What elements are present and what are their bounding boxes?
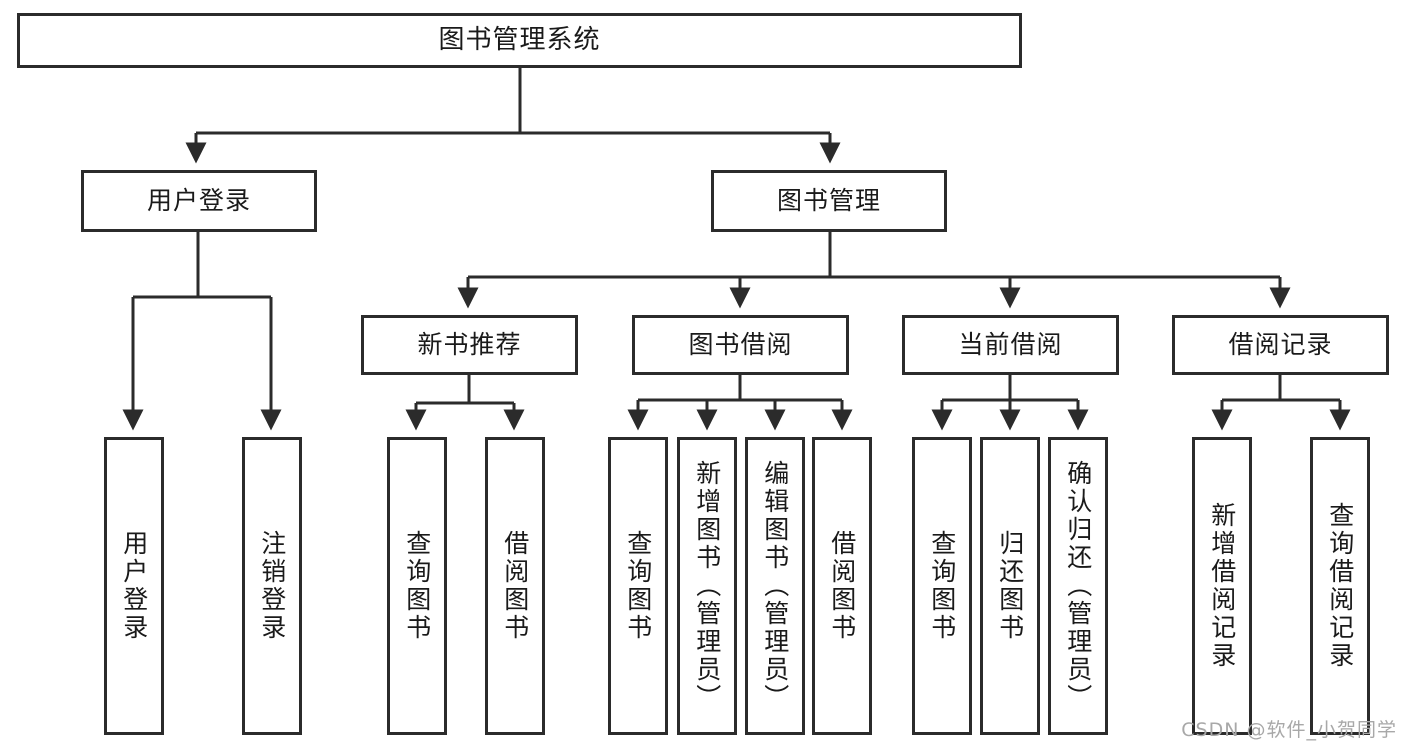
node-leaf-edit-book-admin[interactable]: 编辑图书（管理员） [745,437,805,735]
node-leaf-query-book-3-label: 查询图书 [927,530,957,642]
node-leaf-return-book[interactable]: 归还图书 [980,437,1040,735]
node-leaf-confirm-return-admin-label: 确认归还（管理员） [1063,460,1093,712]
node-leaf-query-book-3[interactable]: 查询图书 [912,437,972,735]
node-current-borrow[interactable]: 当前借阅 [902,315,1119,375]
node-leaf-add-record-label: 新增借阅记录 [1207,502,1237,670]
node-new-book-recommend-label: 新书推荐 [417,330,522,359]
node-leaf-user-login-label: 用户登录 [119,530,149,642]
node-leaf-return-book-label: 归还图书 [995,530,1025,642]
node-borrow-record[interactable]: 借阅记录 [1172,315,1389,375]
node-leaf-borrow-book-1[interactable]: 借阅图书 [485,437,545,735]
node-leaf-add-book-admin-label: 新增图书（管理员） [692,460,722,712]
node-leaf-add-record[interactable]: 新增借阅记录 [1192,437,1252,735]
node-leaf-query-book-2-label: 查询图书 [623,530,653,642]
node-current-borrow-label: 当前借阅 [958,330,1063,359]
node-book-borrow[interactable]: 图书借阅 [632,315,849,375]
node-leaf-query-record-label: 查询借阅记录 [1325,502,1355,670]
node-leaf-query-book-1[interactable]: 查询图书 [387,437,447,735]
node-leaf-user-login[interactable]: 用户登录 [104,437,164,735]
node-leaf-add-book-admin[interactable]: 新增图书（管理员） [677,437,737,735]
node-leaf-confirm-return-admin[interactable]: 确认归还（管理员） [1048,437,1108,735]
node-leaf-query-book-2[interactable]: 查询图书 [608,437,668,735]
node-leaf-query-record[interactable]: 查询借阅记录 [1310,437,1370,735]
node-leaf-logout[interactable]: 注销登录 [242,437,302,735]
node-leaf-borrow-book-2-label: 借阅图书 [827,530,857,642]
node-leaf-logout-label: 注销登录 [257,530,287,642]
node-user-login-label: 用户登录 [146,186,251,215]
node-leaf-edit-book-admin-label: 编辑图书（管理员） [760,460,790,712]
node-leaf-query-book-1-label: 查询图书 [402,530,432,642]
csdn-watermark: CSDN @软件_小贺同学 [1181,719,1397,741]
node-leaf-borrow-book-1-label: 借阅图书 [500,530,530,642]
node-root[interactable]: 图书管理系统 [17,13,1022,68]
node-user-login[interactable]: 用户登录 [81,170,317,232]
node-book-manage-label: 图书管理 [776,186,881,215]
node-leaf-borrow-book-2[interactable]: 借阅图书 [812,437,872,735]
node-new-book-recommend[interactable]: 新书推荐 [361,315,578,375]
node-borrow-record-label: 借阅记录 [1228,330,1333,359]
node-book-borrow-label: 图书借阅 [688,330,793,359]
node-root-label: 图书管理系统 [438,24,601,55]
node-book-manage[interactable]: 图书管理 [711,170,947,232]
